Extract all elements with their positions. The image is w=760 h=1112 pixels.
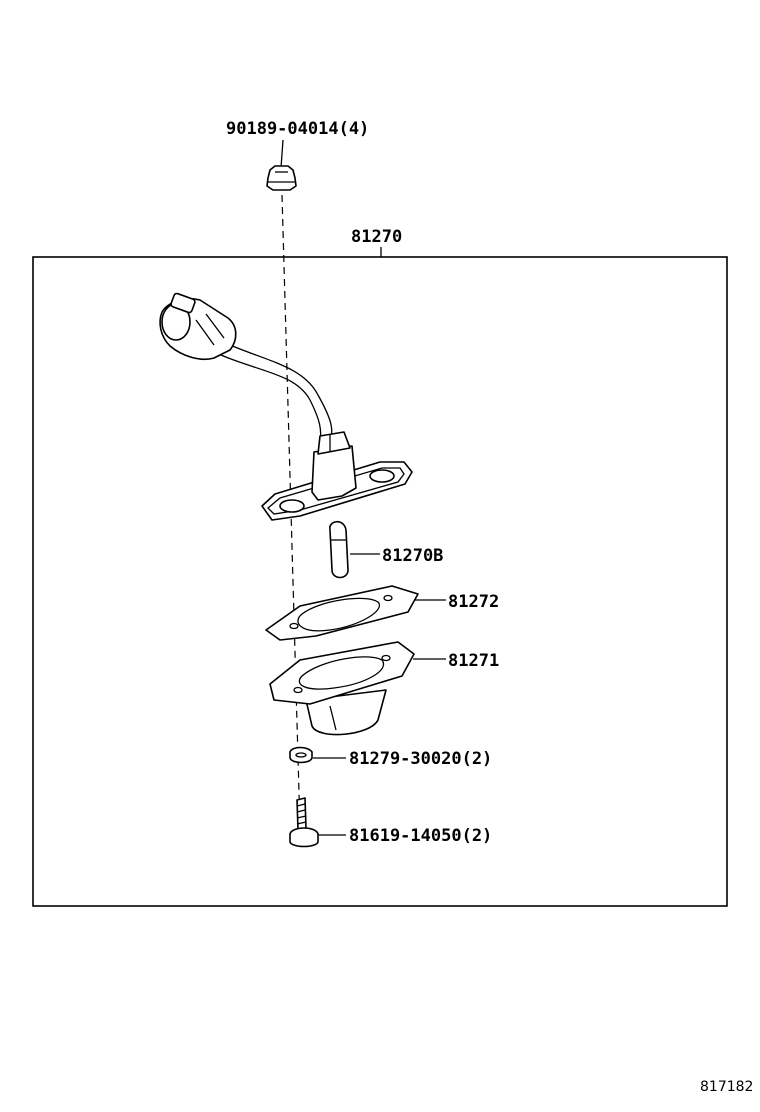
clip-part [266, 139, 297, 191]
screw-part [289, 797, 319, 848]
assembly-frame [32, 256, 728, 907]
bulb-part-number: 81270B [382, 546, 443, 566]
washer-part-number: 81279-30020(2) [349, 749, 492, 769]
assembly-part-number: 81270 [351, 227, 402, 247]
reference-code: 817182 [700, 1079, 753, 1095]
connector-harness [159, 292, 333, 443]
gasket-part [265, 585, 419, 641]
lens-part-number: 81271 [448, 651, 499, 671]
clip-part-number: 90189-04014(4) [226, 119, 369, 139]
screw-part-number: 81619-14050(2) [349, 826, 492, 846]
bulb-part [329, 520, 349, 579]
lens-part [269, 641, 415, 736]
washer-part [289, 746, 313, 764]
socket-housing [261, 431, 413, 521]
gasket-part-number: 81272 [448, 592, 499, 612]
